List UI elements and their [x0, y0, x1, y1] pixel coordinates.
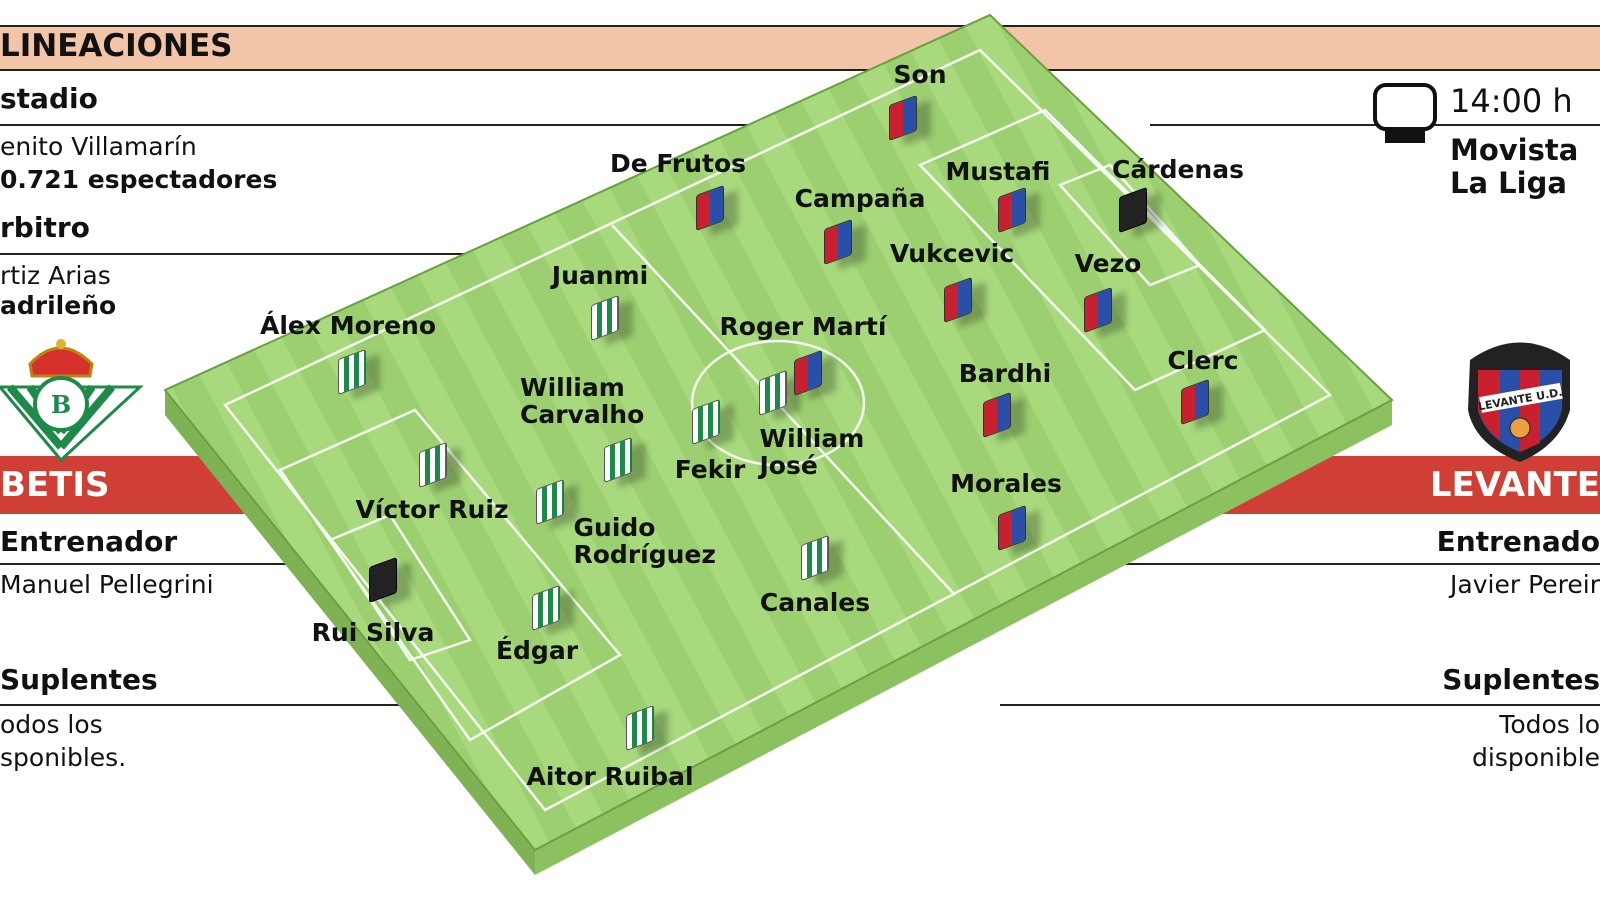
- player-label: Morales: [950, 469, 1062, 498]
- player-label: Víctor Ruiz: [355, 495, 509, 524]
- tv-channel-line2: La Liga: [1450, 166, 1567, 200]
- player-label: Vukcevic: [889, 239, 1015, 268]
- kickoff-time: 14:00 h: [1450, 82, 1573, 120]
- home-subs-line2: sponibles.: [0, 743, 127, 772]
- player-label: Fekir: [674, 455, 746, 484]
- away-coach-label: Entrenado: [1436, 525, 1600, 558]
- player-label: Roger Martí: [719, 312, 887, 341]
- referee-origin: adrileño: [0, 291, 117, 320]
- away-subs-line2: disponible: [1472, 743, 1600, 772]
- player-label: Canales: [759, 588, 871, 617]
- player-label: De Frutos: [609, 149, 747, 178]
- divider: [1150, 124, 1600, 126]
- player-label: William José: [759, 424, 865, 480]
- away-coach: Javier Pereir: [1450, 570, 1600, 599]
- player-label: Vezo: [1074, 249, 1142, 278]
- player-label: Juanmi: [551, 261, 649, 290]
- tv-channel-line1: Movista: [1450, 133, 1579, 167]
- divider: [0, 704, 600, 706]
- player-label: Álex Moreno: [259, 311, 437, 340]
- away-subs-label: Suplentes: [1442, 663, 1600, 696]
- player-label: Édgar: [495, 636, 579, 665]
- home-coach-label: Entrenador: [0, 525, 178, 558]
- referee-name: rtiz Arias: [0, 261, 111, 290]
- away-subs-line1: Todos lo: [1499, 710, 1600, 739]
- divider: [1100, 563, 1600, 565]
- home-team-name: BETIS: [0, 465, 110, 505]
- player-label: Guido Rodríguez: [573, 513, 716, 569]
- divider: [1000, 704, 1600, 706]
- player-label: Rui Silva: [311, 618, 435, 647]
- away-team-name: LEVANTE: [1429, 465, 1600, 505]
- player-label: Mustafi: [945, 157, 1051, 186]
- divider: [0, 124, 800, 126]
- player-label: Son: [893, 60, 947, 89]
- page-title: LINEACIONES: [0, 28, 233, 64]
- betis-crest-icon: B: [0, 339, 144, 462]
- levante-crest-icon: LEVANTE U.D.: [1468, 342, 1570, 462]
- referee-label: rbitro: [0, 211, 90, 244]
- player-label: Clerc: [1167, 346, 1239, 375]
- tv-icon: [1373, 83, 1437, 143]
- home-subs-line1: odos los: [0, 710, 103, 739]
- player-label: Aitor Ruibal: [526, 762, 694, 791]
- home-subs-label: Suplentes: [0, 663, 158, 696]
- attendance: 0.721 espectadores: [0, 165, 278, 194]
- divider: [0, 253, 500, 255]
- home-coach: Manuel Pellegrini: [0, 570, 214, 599]
- player-label: Cárdenas: [1112, 155, 1244, 184]
- header-band: [0, 25, 1600, 71]
- stadium-name: enito Villamarín: [0, 132, 197, 161]
- stadium-label: stadio: [0, 82, 98, 115]
- player-label: Campaña: [794, 184, 926, 213]
- player-label: Bardhi: [958, 359, 1052, 388]
- player-label: William Carvalho: [520, 373, 645, 429]
- svg-text:B: B: [51, 390, 71, 419]
- divider: [0, 563, 300, 565]
